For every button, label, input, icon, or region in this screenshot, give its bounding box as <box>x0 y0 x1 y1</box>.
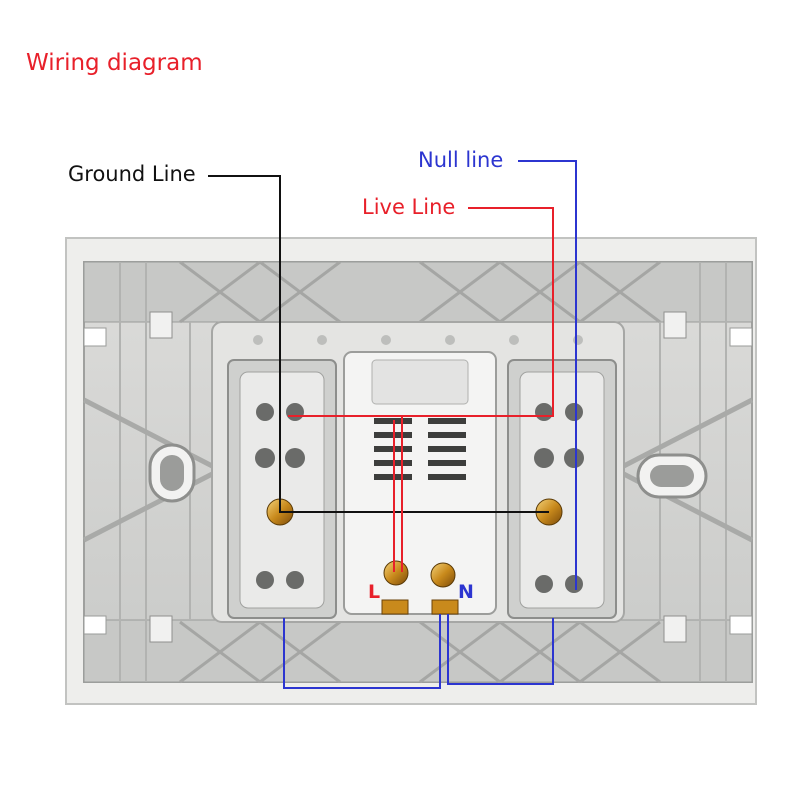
null-wire <box>283 160 577 689</box>
live-line-label: Live Line <box>362 195 455 219</box>
terminal-screw-l <box>383 560 409 586</box>
terminal-n-label: N <box>458 581 474 603</box>
mounting-slot-left <box>148 443 196 503</box>
socket-module <box>343 351 497 615</box>
terminal-screw-n <box>430 562 456 588</box>
live-wire <box>288 207 554 572</box>
ground-line-label: Ground Line <box>68 162 196 186</box>
terminal-block-left <box>227 359 337 619</box>
mounting-slot-right <box>636 453 708 499</box>
terminal-l-label: L <box>368 581 380 603</box>
ground-wire <box>208 175 549 513</box>
frame-dots <box>253 335 583 345</box>
terminal-block-right <box>507 359 617 619</box>
diagram-title: Wiring diagram <box>26 50 203 76</box>
null-line-label: Null line <box>418 148 503 172</box>
